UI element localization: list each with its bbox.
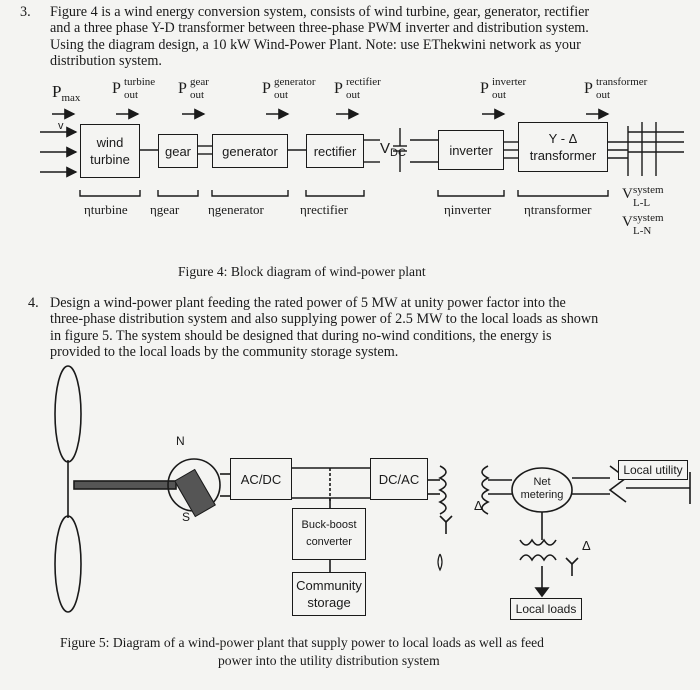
eta-turbine-label: ηturbine — [84, 202, 128, 217]
rectifier-block: rectifier — [306, 134, 364, 168]
question-4-text: Design a wind-power plant feeding the ra… — [50, 295, 680, 361]
dc-ac-converter-block: DC/AC — [370, 458, 428, 500]
question-3-line: Using the diagram design, a 10 kW Wind-P… — [50, 36, 581, 53]
gear-block: gear — [158, 134, 198, 168]
delta-symbol-lower: Δ — [582, 538, 591, 553]
wind-speed-label: v — [58, 120, 64, 132]
pmax-label: Pmax — [52, 82, 81, 104]
inverter-block: inverter — [438, 130, 504, 170]
question-4-line: three-phase distribution system and also… — [50, 311, 599, 328]
eta-rectifier-label: ηrectifier — [300, 202, 348, 217]
question-4-line: provided to the local loads by the commu… — [50, 344, 399, 361]
generator-n-pole: N — [176, 434, 185, 448]
local-utility-label: Local utility — [618, 460, 688, 480]
figure-5-caption-line: power into the utility distribution syst… — [218, 653, 440, 668]
transformer-symbol: Y - Δ — [548, 131, 578, 146]
figure-5-caption-line: Figure 5: Diagram of a wind-power plant … — [60, 635, 544, 650]
eta-generator-label: ηgenerator — [208, 202, 264, 217]
net-metering-label: Net metering — [520, 476, 564, 501]
eta-gear-label: ηgear — [150, 202, 180, 217]
question-3-line: distribution system. — [50, 53, 162, 70]
turbine-blade-top — [54, 365, 82, 463]
transformer-block: Y - Δ transformer — [518, 122, 608, 172]
question-3-number: 3. — [20, 4, 31, 20]
question-3-text: Figure 4 is a wind energy conversion sys… — [50, 4, 680, 70]
question-4-line: in figure 5. The system should be design… — [50, 327, 552, 344]
figure-5: N S AC/DC DC/AC Buck-boost converter Com… — [0, 362, 700, 632]
eta-inverter-label: ηinverter — [444, 202, 492, 217]
transformer-label: transformer — [529, 148, 597, 163]
local-loads-label: Local loads — [510, 598, 582, 620]
generator-s-pole: S — [182, 510, 191, 524]
figure-4-caption: Figure 4: Block diagram of wind-power pl… — [178, 264, 426, 279]
question-3-line: Figure 4 is a wind energy conversion sys… — [50, 4, 590, 20]
ac-dc-converter-block: AC/DC — [230, 458, 292, 500]
turbine-blade-bottom — [54, 515, 82, 613]
eta-transformer-label: ηtransformer — [524, 202, 592, 217]
question-4-number: 4. — [28, 295, 39, 311]
generator-block: generator — [212, 134, 288, 168]
figure-5-caption: Figure 5: Diagram of a wind-power plant … — [60, 634, 680, 670]
community-storage-block: Community storage — [292, 572, 366, 616]
question-3-line: and a three phase Y-D transformer betwee… — [50, 20, 589, 37]
buck-boost-converter-block: Buck-boost converter — [292, 508, 366, 560]
delta-symbol-upper: Δ — [474, 498, 483, 513]
vdc-label: VDC — [380, 140, 406, 159]
figure-4-wiring — [40, 108, 684, 197]
question-4-line: Design a wind-power plant feeding the ra… — [50, 295, 566, 311]
